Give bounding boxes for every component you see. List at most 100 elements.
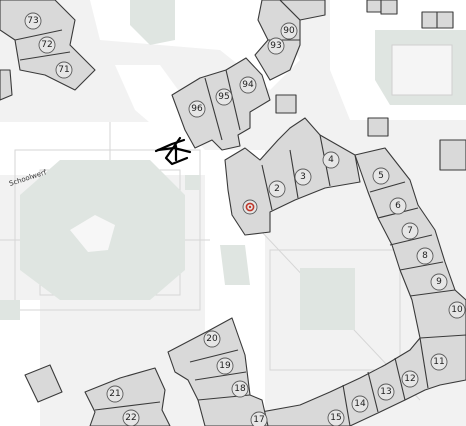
house-number-badge[interactable]: 9 xyxy=(430,273,448,291)
house-number-badge[interactable]: 96 xyxy=(188,100,206,118)
house-number-label: 3 xyxy=(300,172,306,182)
house-number-badge[interactable]: 19 xyxy=(216,357,234,375)
building-divider xyxy=(369,181,406,193)
house-number-label: 7 xyxy=(407,226,413,236)
house-number-label: 14 xyxy=(354,399,366,409)
building-divider xyxy=(261,164,273,211)
house-number-label: 20 xyxy=(206,334,218,344)
road-segment xyxy=(115,65,200,140)
building xyxy=(167,317,269,426)
house-number-badge[interactable]: 12 xyxy=(401,370,419,388)
house-number-badge[interactable]: 3 xyxy=(294,168,312,186)
house-number-label: 15 xyxy=(330,413,341,423)
house-number-label: 21 xyxy=(109,389,120,399)
house-number-label: 4 xyxy=(328,155,334,165)
house-number-badge[interactable]: 71 xyxy=(55,61,73,79)
house-number-badge[interactable]: 11 xyxy=(430,353,448,371)
house-number-label: 8 xyxy=(422,251,428,261)
building xyxy=(84,367,171,426)
house-number-label: 73 xyxy=(27,16,38,26)
house-number-label: 72 xyxy=(41,40,52,50)
house-number-badge[interactable]: 10 xyxy=(448,301,466,319)
building-divider xyxy=(419,337,429,389)
building-divider xyxy=(367,371,379,413)
house-number-label: 90 xyxy=(283,26,295,36)
house-number-label: 6 xyxy=(395,201,401,211)
building-divider xyxy=(225,69,241,131)
green-patch xyxy=(0,300,20,320)
house-number-badge[interactable]: 95 xyxy=(215,88,233,106)
building-divider xyxy=(204,77,223,141)
house-numbers: 73 72 71 90 93 94 95 96 2 3 4 5 6 7 8 9 … xyxy=(24,12,466,426)
building xyxy=(367,117,389,137)
house-number-badge[interactable]: 6 xyxy=(389,197,407,215)
house-number-badge[interactable]: 8 xyxy=(416,247,434,265)
house-number-label: 94 xyxy=(242,80,254,90)
house-number-badge[interactable]: 73 xyxy=(24,12,42,30)
building xyxy=(275,94,297,114)
road-segment xyxy=(0,122,205,175)
building xyxy=(380,0,398,15)
building xyxy=(354,147,466,346)
house-number-badge[interactable]: 4 xyxy=(322,151,340,169)
building-divider xyxy=(14,29,63,41)
courtyard-pond xyxy=(70,215,115,252)
building-divider xyxy=(19,51,71,61)
building xyxy=(439,139,466,171)
house-number-label: 96 xyxy=(191,104,203,114)
house-number-badge[interactable]: 22 xyxy=(122,409,140,426)
building-divider xyxy=(342,384,351,426)
building xyxy=(224,117,361,236)
house-number-label: 5 xyxy=(378,171,384,181)
building-divider xyxy=(189,349,239,363)
building xyxy=(244,334,466,426)
building xyxy=(279,0,326,21)
green-patch xyxy=(220,245,250,285)
building xyxy=(421,11,439,29)
building-divider xyxy=(389,234,433,246)
location-marker-icon[interactable] xyxy=(242,199,258,215)
house-number-label: 22 xyxy=(125,413,136,423)
building xyxy=(436,11,454,29)
house-number-badge[interactable]: 17 xyxy=(250,411,268,426)
house-number-label: 9 xyxy=(436,277,442,287)
scribble-stroke xyxy=(156,146,192,154)
building-divider xyxy=(394,357,406,401)
inner-yard-green xyxy=(300,268,355,330)
building-divider xyxy=(409,289,456,297)
house-number-label: 13 xyxy=(380,387,391,397)
house-number-label: 10 xyxy=(451,305,463,315)
house-number-label: 11 xyxy=(433,357,444,367)
house-number-badge[interactable]: 18 xyxy=(231,380,249,398)
house-number-badge[interactable]: 94 xyxy=(239,76,257,94)
hand-drawn-mark xyxy=(154,136,192,166)
house-number-badge[interactable]: 5 xyxy=(372,167,390,185)
building-divider xyxy=(194,371,247,381)
house-number-label: 93 xyxy=(270,41,281,51)
house-number-label: 12 xyxy=(404,374,415,384)
house-number-badge[interactable]: 72 xyxy=(38,36,56,54)
house-number-badge[interactable]: 15 xyxy=(327,409,345,426)
green-patch xyxy=(130,0,175,45)
building-divider xyxy=(94,401,161,411)
green-patch xyxy=(185,175,200,190)
building xyxy=(24,364,63,403)
house-number-badge[interactable]: 7 xyxy=(401,222,419,240)
house-number-badge[interactable]: 21 xyxy=(106,385,124,403)
inner-yard-outline xyxy=(269,249,401,371)
green-areas xyxy=(0,0,466,330)
road-segment xyxy=(0,300,40,426)
house-number-badge[interactable]: 14 xyxy=(351,395,369,413)
house-number-badge[interactable]: 90 xyxy=(280,22,298,40)
house-number-badge[interactable]: 93 xyxy=(267,37,285,55)
house-number-badge[interactable]: 13 xyxy=(377,383,395,401)
building-divider xyxy=(399,261,444,271)
house-number-badge[interactable]: 20 xyxy=(203,330,221,348)
courtyard-outline xyxy=(14,149,201,311)
house-number-label: 17 xyxy=(253,415,264,425)
building xyxy=(0,69,13,101)
house-number-badge[interactable]: 2 xyxy=(268,180,286,198)
house-number-label: 71 xyxy=(58,65,69,75)
